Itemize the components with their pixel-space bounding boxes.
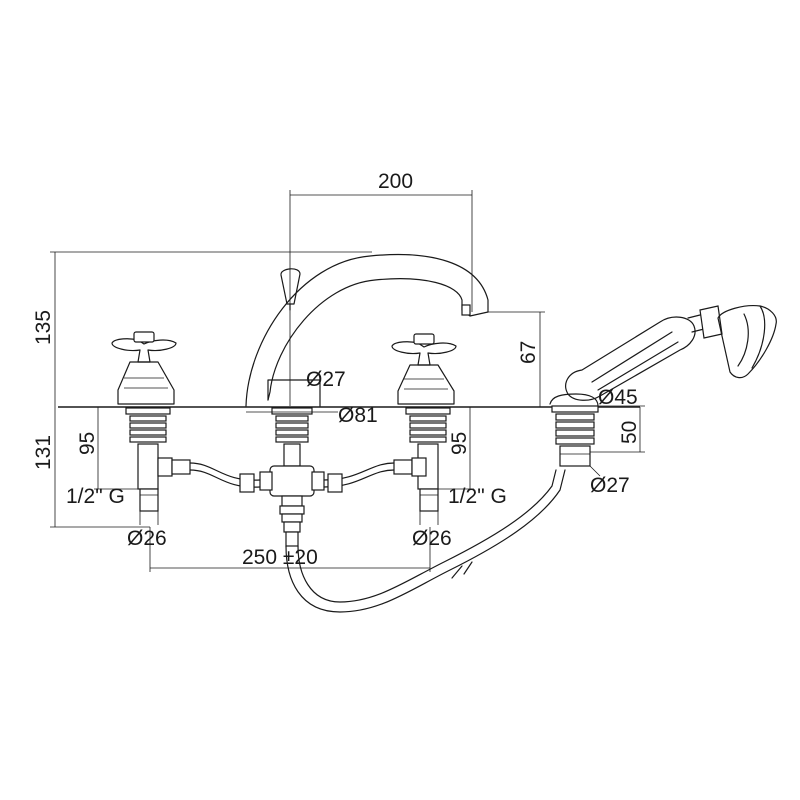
- spout-lever-knob: [280, 268, 301, 311]
- dim-centers: 250 ±20: [149, 527, 431, 572]
- dim-handshower-base-dia-label: Ø45: [598, 386, 638, 409]
- dim-handshower-base-dia: Ø45: [552, 386, 645, 409]
- shower-hose: [285, 469, 566, 613]
- dim-below-deck-label: 131: [32, 435, 55, 470]
- dim-right-inlet-dia-label: Ø26: [412, 527, 452, 550]
- left-cross-handle-valve: [111, 331, 177, 512]
- right-cross-handle-valve: [391, 333, 457, 512]
- dim-right-shank: 95: [438, 407, 474, 490]
- dim-handshower-shank: 50: [590, 407, 645, 453]
- dim-spout-dia: Ø27: [300, 368, 346, 391]
- connector-hoses: [157, 457, 427, 493]
- dim-escutcheon-dia: Ø81: [246, 404, 378, 427]
- dim-centers-label: 250 ±20: [242, 546, 318, 569]
- dim-right-thread-label: 1/2" G: [448, 485, 507, 508]
- dim-escutcheon-dia-label: Ø81: [338, 404, 378, 427]
- dim-total-height: 135: [32, 251, 372, 407]
- dim-handshower-shank-dia-label: Ø27: [590, 474, 630, 497]
- dim-handshower-shank-label: 50: [618, 421, 641, 444]
- dim-right-inlet-dia: Ø26: [412, 511, 452, 550]
- dim-outlet-height: 67: [488, 311, 545, 407]
- handshower-holder: [549, 393, 599, 467]
- dim-left-inlet-dia-label: Ø26: [127, 527, 167, 550]
- dim-handshower-shank-dia: Ø27: [589, 465, 630, 497]
- dim-left-inlet-dia: Ø26: [127, 511, 167, 550]
- dim-left-shank-label: 95: [76, 432, 99, 455]
- dim-spout-reach: 200: [289, 170, 473, 406]
- dim-spout-dia-label: Ø27: [306, 368, 346, 391]
- dim-outlet-height-label: 67: [517, 341, 540, 364]
- dim-right-shank-label: 95: [448, 432, 471, 455]
- spout-shank-assembly: [259, 407, 325, 547]
- dim-left-thread-label: 1/2" G: [66, 485, 125, 508]
- dim-below-deck: 131: [32, 407, 150, 528]
- dim-spout-reach-label: 200: [378, 170, 413, 193]
- spout: [245, 253, 489, 407]
- handshower: [565, 305, 777, 401]
- dim-left-shank: 95: [76, 407, 140, 490]
- dim-total-height-label: 135: [32, 310, 55, 345]
